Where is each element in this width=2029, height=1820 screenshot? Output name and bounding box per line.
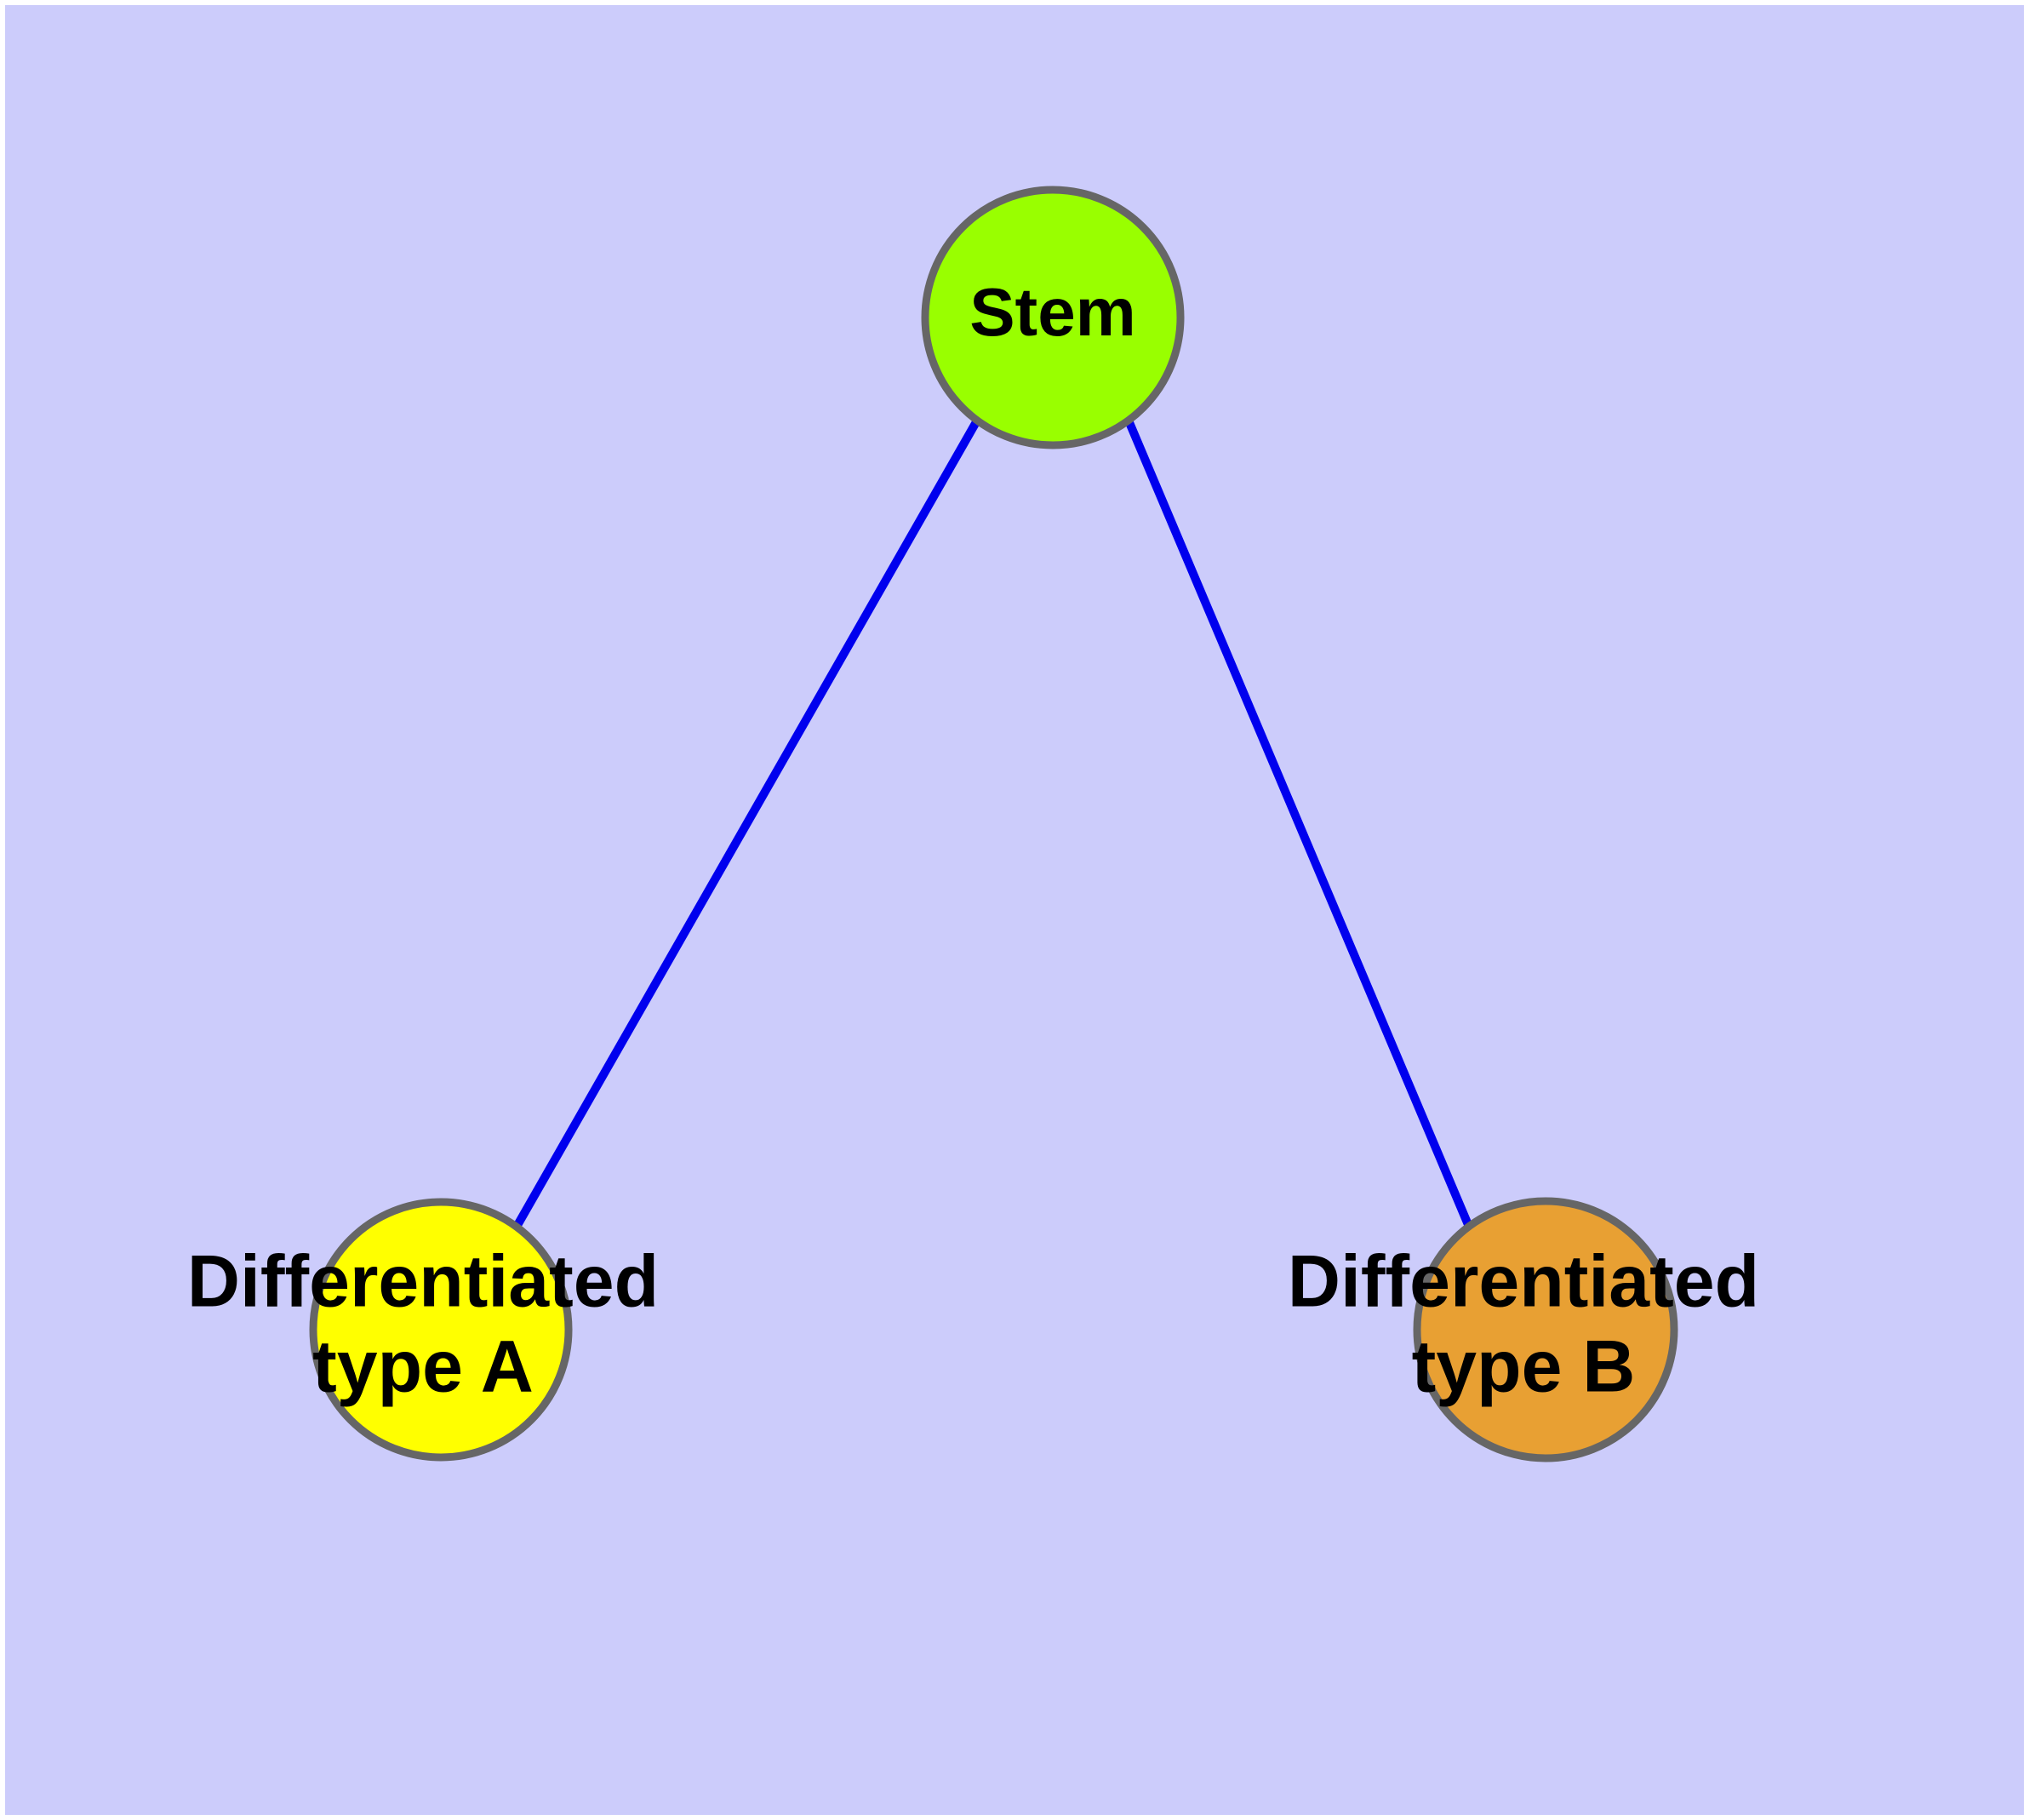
node-circle-differentiated-type-a[interactable] [309,1198,573,1462]
node-label-differentiated-type-a-line2: type A [312,1326,534,1408]
node-circle-differentiated-type-b[interactable] [1413,1197,1678,1462]
node-label-differentiated-type-b-line1: Differentiated [1288,1241,1759,1323]
node-circle-stem[interactable] [921,186,1185,449]
label-layer: Stem Differentiated type A Differentiate… [187,274,1759,1408]
node-differentiated-type-b[interactable] [1413,1197,1678,1462]
node-differentiated-type-a[interactable] [309,1198,573,1462]
node-stem[interactable] [921,186,1185,449]
node-label-stem: Stem [969,274,1136,350]
edge-layer [512,418,1473,1229]
node-label-differentiated-type-b: Differentiated type B [1288,1241,1759,1408]
node-label-differentiated-type-a: Differentiated type A [187,1241,659,1408]
node-layer [309,186,1678,1462]
edge-stem-to-differentiated-type-a[interactable] [512,418,981,1229]
node-label-differentiated-type-a-line1: Differentiated [187,1241,659,1323]
edge-stem-to-differentiated-type-b[interactable] [1124,419,1473,1228]
node-label-differentiated-type-b-line2: type B [1412,1326,1636,1408]
